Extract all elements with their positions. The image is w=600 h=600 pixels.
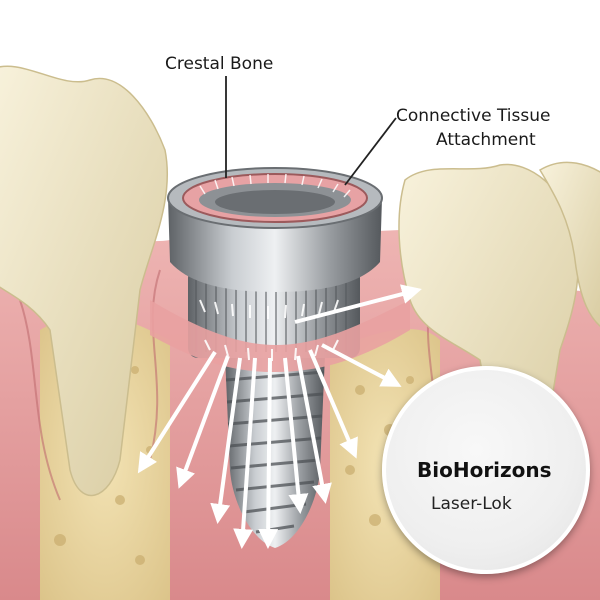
fiber-arrow-icon [137,284,422,549]
crestal-bone-label: Crestal Bone [165,54,274,74]
laser-lok-collar [188,268,360,358]
far-right-tooth [538,161,600,328]
product-name: Laser-Lok [431,494,512,514]
brand-badge: BioHorizons Laser-Lok [382,366,590,574]
connective-tissue-label-line1: Connective Tissue [396,106,551,126]
connective-tissue-leader [344,117,397,186]
brand-name: BioHorizons [417,458,552,482]
connective-tissue-label-line2: Attachment [436,130,536,150]
left-tooth [0,65,169,497]
